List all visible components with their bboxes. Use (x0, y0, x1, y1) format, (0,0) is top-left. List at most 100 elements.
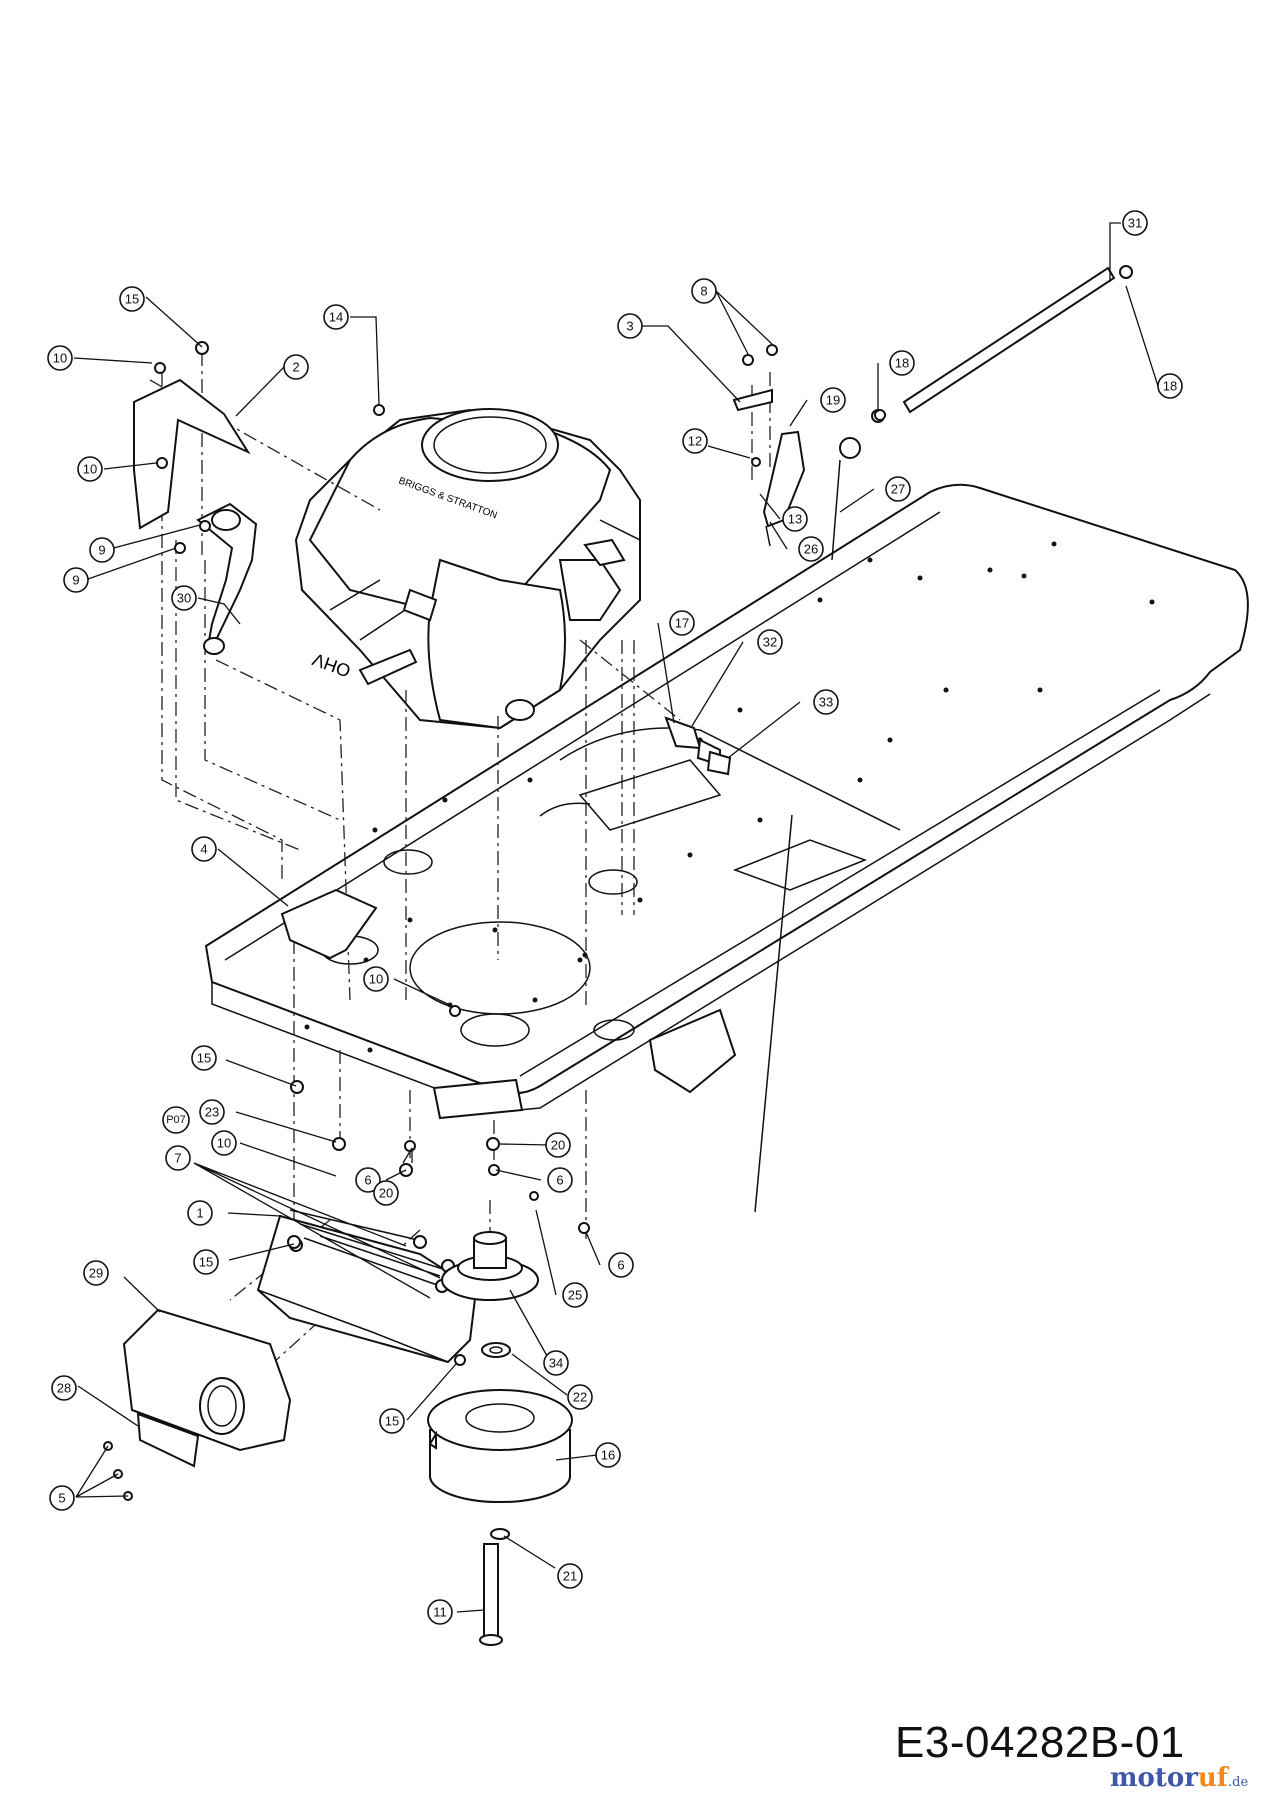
svg-text:15: 15 (385, 1414, 399, 1429)
engine-pulley (441, 1231, 539, 1301)
svg-text:9: 9 (72, 573, 79, 588)
svg-text:23: 23 (205, 1105, 219, 1120)
fasteners (103, 341, 886, 1501)
svg-text:20: 20 (379, 1186, 393, 1201)
callout-28: 28 (51, 1375, 77, 1401)
svg-text:31: 31 (1128, 216, 1142, 231)
svg-text:16: 16 (601, 1448, 615, 1463)
callout-6: 6 (608, 1252, 634, 1278)
callout-25: 25 (562, 1282, 588, 1308)
callout-34: 34 (543, 1350, 569, 1376)
svg-text:1: 1 (196, 1206, 203, 1221)
svg-text:6: 6 (556, 1173, 563, 1188)
callout-3: 3 (617, 313, 643, 339)
callout-9: 9 (89, 537, 115, 563)
svg-text:34: 34 (549, 1356, 563, 1371)
callout-2: 2 (283, 354, 309, 380)
leader-lines (73, 222, 1159, 1613)
svg-text:2: 2 (292, 360, 299, 375)
watermark-accent: uf (1197, 1763, 1228, 1793)
svg-text:6: 6 (617, 1258, 624, 1273)
svg-text:15: 15 (125, 292, 139, 307)
callout-26: 26 (798, 536, 824, 562)
svg-text:17: 17 (675, 616, 689, 631)
callout-32: 32 (757, 629, 783, 655)
svg-text:22: 22 (573, 1390, 587, 1405)
svg-text:11: 11 (433, 1605, 447, 1620)
throttle-control (732, 388, 861, 561)
callout-4: 4 (191, 836, 217, 862)
callout-16: 16 (595, 1442, 621, 1468)
callout-15: 15 (379, 1408, 405, 1434)
callout-7: 7 (165, 1145, 191, 1171)
callout-6: 6 (547, 1167, 573, 1193)
callout-8: 8 (691, 278, 717, 304)
callout-15: 15 (191, 1045, 217, 1071)
svg-text:8: 8 (700, 284, 707, 299)
callout-p07: P07 (162, 1106, 190, 1134)
svg-text:33: 33 (819, 695, 833, 710)
svg-text:29: 29 (89, 1266, 103, 1281)
svg-text:27: 27 (891, 482, 905, 497)
callout-29: 29 (83, 1260, 109, 1286)
watermark-logo: motoruf.de (1110, 1763, 1248, 1793)
callout-15: 15 (119, 286, 145, 312)
callout-12: 12 (682, 428, 708, 454)
callout-19: 19 (820, 387, 846, 413)
svg-text:18: 18 (895, 356, 909, 371)
callout-31: 31 (1122, 210, 1148, 236)
drawing-code: E3-04282B-01 (895, 1718, 1185, 1767)
svg-text:14: 14 (329, 310, 343, 325)
svg-text:10: 10 (83, 462, 97, 477)
svg-text:21: 21 (563, 1569, 577, 1584)
svg-text:30: 30 (177, 591, 191, 606)
svg-text:10: 10 (53, 351, 67, 366)
assembly-lines (149, 352, 771, 1450)
callout-14: 14 (323, 304, 349, 330)
callout-17: 17 (669, 610, 695, 636)
svg-text:13: 13 (788, 512, 802, 527)
long-rod (871, 265, 1133, 423)
callout-15: 15 (193, 1249, 219, 1275)
callout-20: 20 (545, 1132, 571, 1158)
svg-text:28: 28 (57, 1381, 71, 1396)
svg-text:10: 10 (369, 972, 383, 987)
washer-22 (481, 1342, 511, 1358)
callout-22: 22 (567, 1384, 593, 1410)
callout-10: 10 (211, 1130, 237, 1156)
svg-text:12: 12 (688, 434, 702, 449)
svg-text:15: 15 (199, 1255, 213, 1270)
callout-21: 21 (557, 1563, 583, 1589)
callout-10: 10 (363, 966, 389, 992)
engine: BRIGGS & STRATTON OHV (294, 408, 641, 730)
callouts: 15 10 2 10 9 9 30 14 8 3 31 18 18 19 12 … (47, 210, 1183, 1625)
callout-5: 5 (49, 1485, 75, 1511)
svg-text:7: 7 (174, 1151, 181, 1166)
callout-18: 18 (1157, 373, 1183, 399)
svg-text:20: 20 (551, 1138, 565, 1153)
callout-9: 9 (63, 567, 89, 593)
engine-type-label: OHV (310, 649, 354, 681)
svg-text:25: 25 (568, 1288, 582, 1303)
svg-text:3: 3 (626, 319, 633, 334)
svg-text:19: 19 (826, 393, 840, 408)
svg-text:18: 18 (1163, 379, 1177, 394)
svg-text:P07: P07 (166, 1114, 186, 1126)
svg-text:10: 10 (217, 1136, 231, 1151)
svg-text:15: 15 (197, 1051, 211, 1066)
pto-clutch (427, 1389, 573, 1503)
watermark-main: motor (1110, 1763, 1198, 1793)
mount-bracket (280, 888, 378, 960)
svg-text:26: 26 (804, 542, 818, 557)
muffler (122, 1308, 292, 1468)
watermark-suffix: .de (1228, 1775, 1249, 1790)
svg-text:6: 6 (364, 1173, 371, 1188)
callout-13: 13 (782, 506, 808, 532)
fuel-fitting (664, 716, 732, 776)
chassis-frame (204, 483, 1249, 1213)
callout-30: 30 (171, 585, 197, 611)
callout-18: 18 (889, 350, 915, 376)
svg-text:5: 5 (58, 1491, 65, 1506)
callout-20: 20 (373, 1180, 399, 1206)
